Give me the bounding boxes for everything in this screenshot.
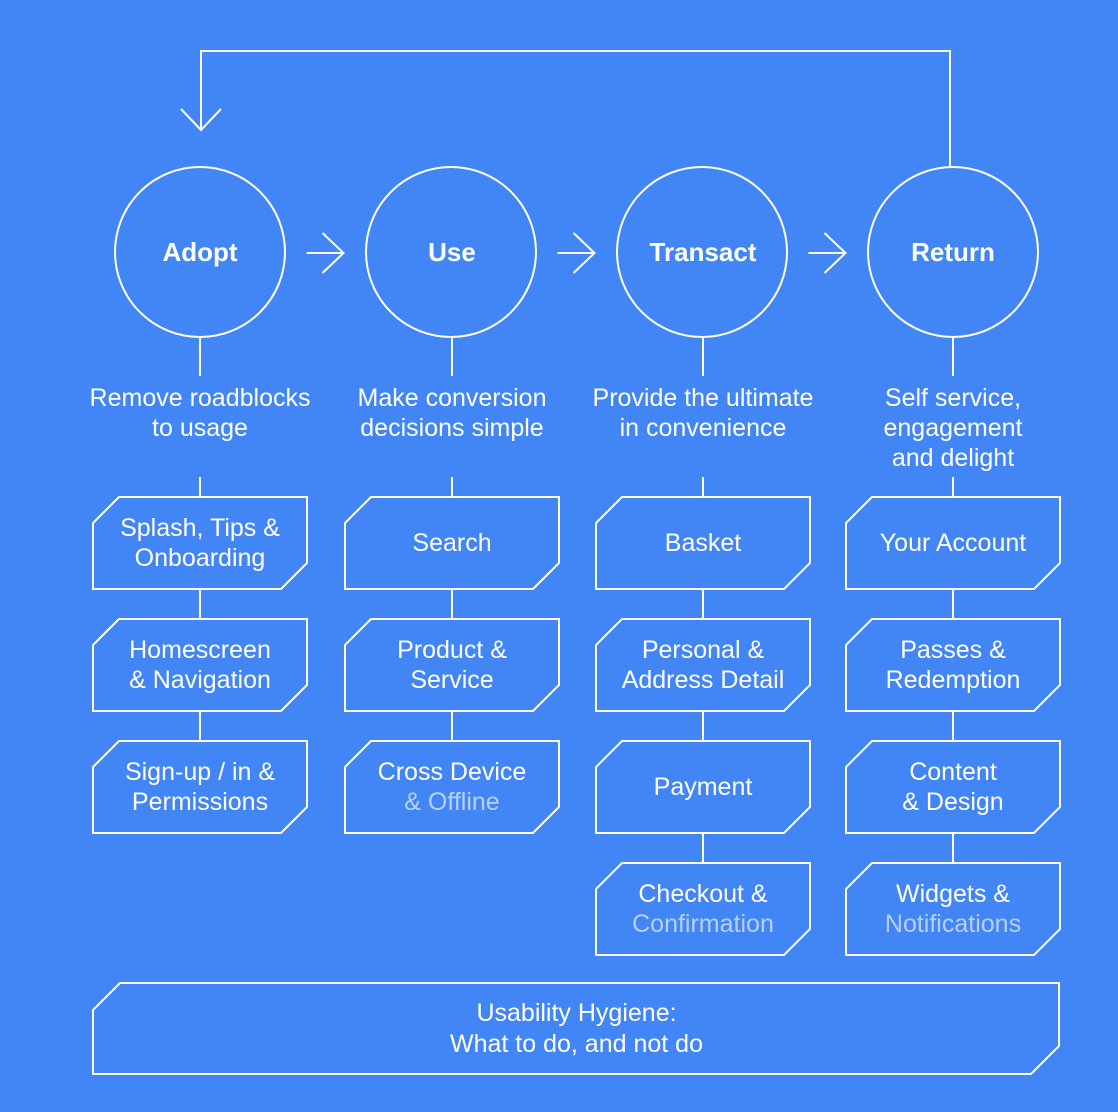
box-label: Product & Service [397,636,507,694]
box-outline [344,740,560,834]
box-label: Checkout & Confirmation [632,880,774,938]
box-outline [845,740,1061,834]
box-outline [344,496,560,590]
flow-box-product-service: Product & Service [344,618,560,712]
loop-return-arrow-icon [180,50,951,167]
box-outline [595,862,811,956]
flow-box-splash-tips-onboarding: Splash, Tips & Onboarding [92,496,308,590]
box-outline [595,496,811,590]
description-line: Self service, [884,384,1022,412]
box-label: Passes & Redemption [885,636,1021,694]
flow-box-widgets-notifications: Widgets & Notifications [845,862,1061,956]
description-to-box-connectors [199,477,954,497]
flow-box-content-design: Content & Design [845,740,1061,834]
box-label: Splash, Tips & Onboarding [120,514,280,572]
flow-box-personal-address-detail: Personal & Address Detail [595,618,811,712]
stage-label-adopt: Adopt [162,237,238,267]
loop-return-path [200,50,951,167]
stage-description-use: Make conversion decisions simple [327,383,577,443]
box-label: Basket [664,529,742,557]
box-label: Homescreen & Navigation [129,636,271,694]
box-outline [92,618,308,712]
stage-label-transact: Transact [649,237,757,267]
box-label: Search [412,529,492,557]
circle-to-description-connectors [199,337,954,376]
description-line: and delight [891,444,1015,472]
box-outline [595,618,811,712]
flow-box-search: Search [344,496,560,590]
flow-box-passes-redemption: Passes & Redemption [845,618,1061,712]
stage-label-use: Use [428,237,476,267]
description-line: Remove roadblocks [89,384,311,412]
box-to-box-connectors [199,590,954,863]
stage-description-return: Self service, engagement and delight [828,383,1078,473]
box-outline [92,740,308,834]
flow-box-checkout-confirmation: Checkout & Confirmation [595,862,811,956]
box-outline [344,618,560,712]
box-outline [595,740,811,834]
box-outline [845,862,1061,956]
box-label: Widgets & Notifications [884,880,1022,938]
box-label: Cross Device & Offline [377,758,527,816]
description-line: to usage [152,414,248,442]
stage-description-transact: Provide the ultimate in convenience [578,383,828,443]
stage-label-return: Return [911,237,995,267]
flow-box-cross-device-offline: Cross Device & Offline [344,740,560,834]
description-line: decisions simple [360,414,544,442]
stage-description-adopt: Remove roadblocks to usage [75,383,325,443]
box-outline [845,496,1061,590]
loop-arrowhead [180,108,222,132]
box-outline [845,618,1061,712]
footer-label: Usability Hygiene: What to do, and not d… [450,998,703,1058]
flow-box-signup-permissions: Sign-up / in & Permissions [92,740,308,834]
box-label: Personal & Address Detail [621,636,785,694]
description-line: Make conversion [357,384,547,412]
description-line: Provide the ultimate [592,384,814,412]
box-label: Content & Design [902,758,1004,816]
arrow-right-icon [808,232,847,274]
flow-box-basket: Basket [595,496,811,590]
box-label: Payment [653,773,753,801]
box-outline [92,496,308,590]
description-line: engagement [883,414,1023,442]
arrow-right-icon [557,232,596,274]
arrow-right-icon [306,232,345,274]
box-label: Sign-up / in & Permissions [124,758,276,816]
flow-box-homescreen-navigation: Homescreen & Navigation [92,618,308,712]
flow-box-your-account: Your Account [845,496,1061,590]
description-line: in convenience [619,414,787,442]
box-label: Your Account [879,529,1027,557]
usability-hygiene-box: Usability Hygiene: What to do, and not d… [92,982,1061,1075]
flow-box-payment: Payment [595,740,811,834]
footer-box-outline [92,982,1060,1075]
